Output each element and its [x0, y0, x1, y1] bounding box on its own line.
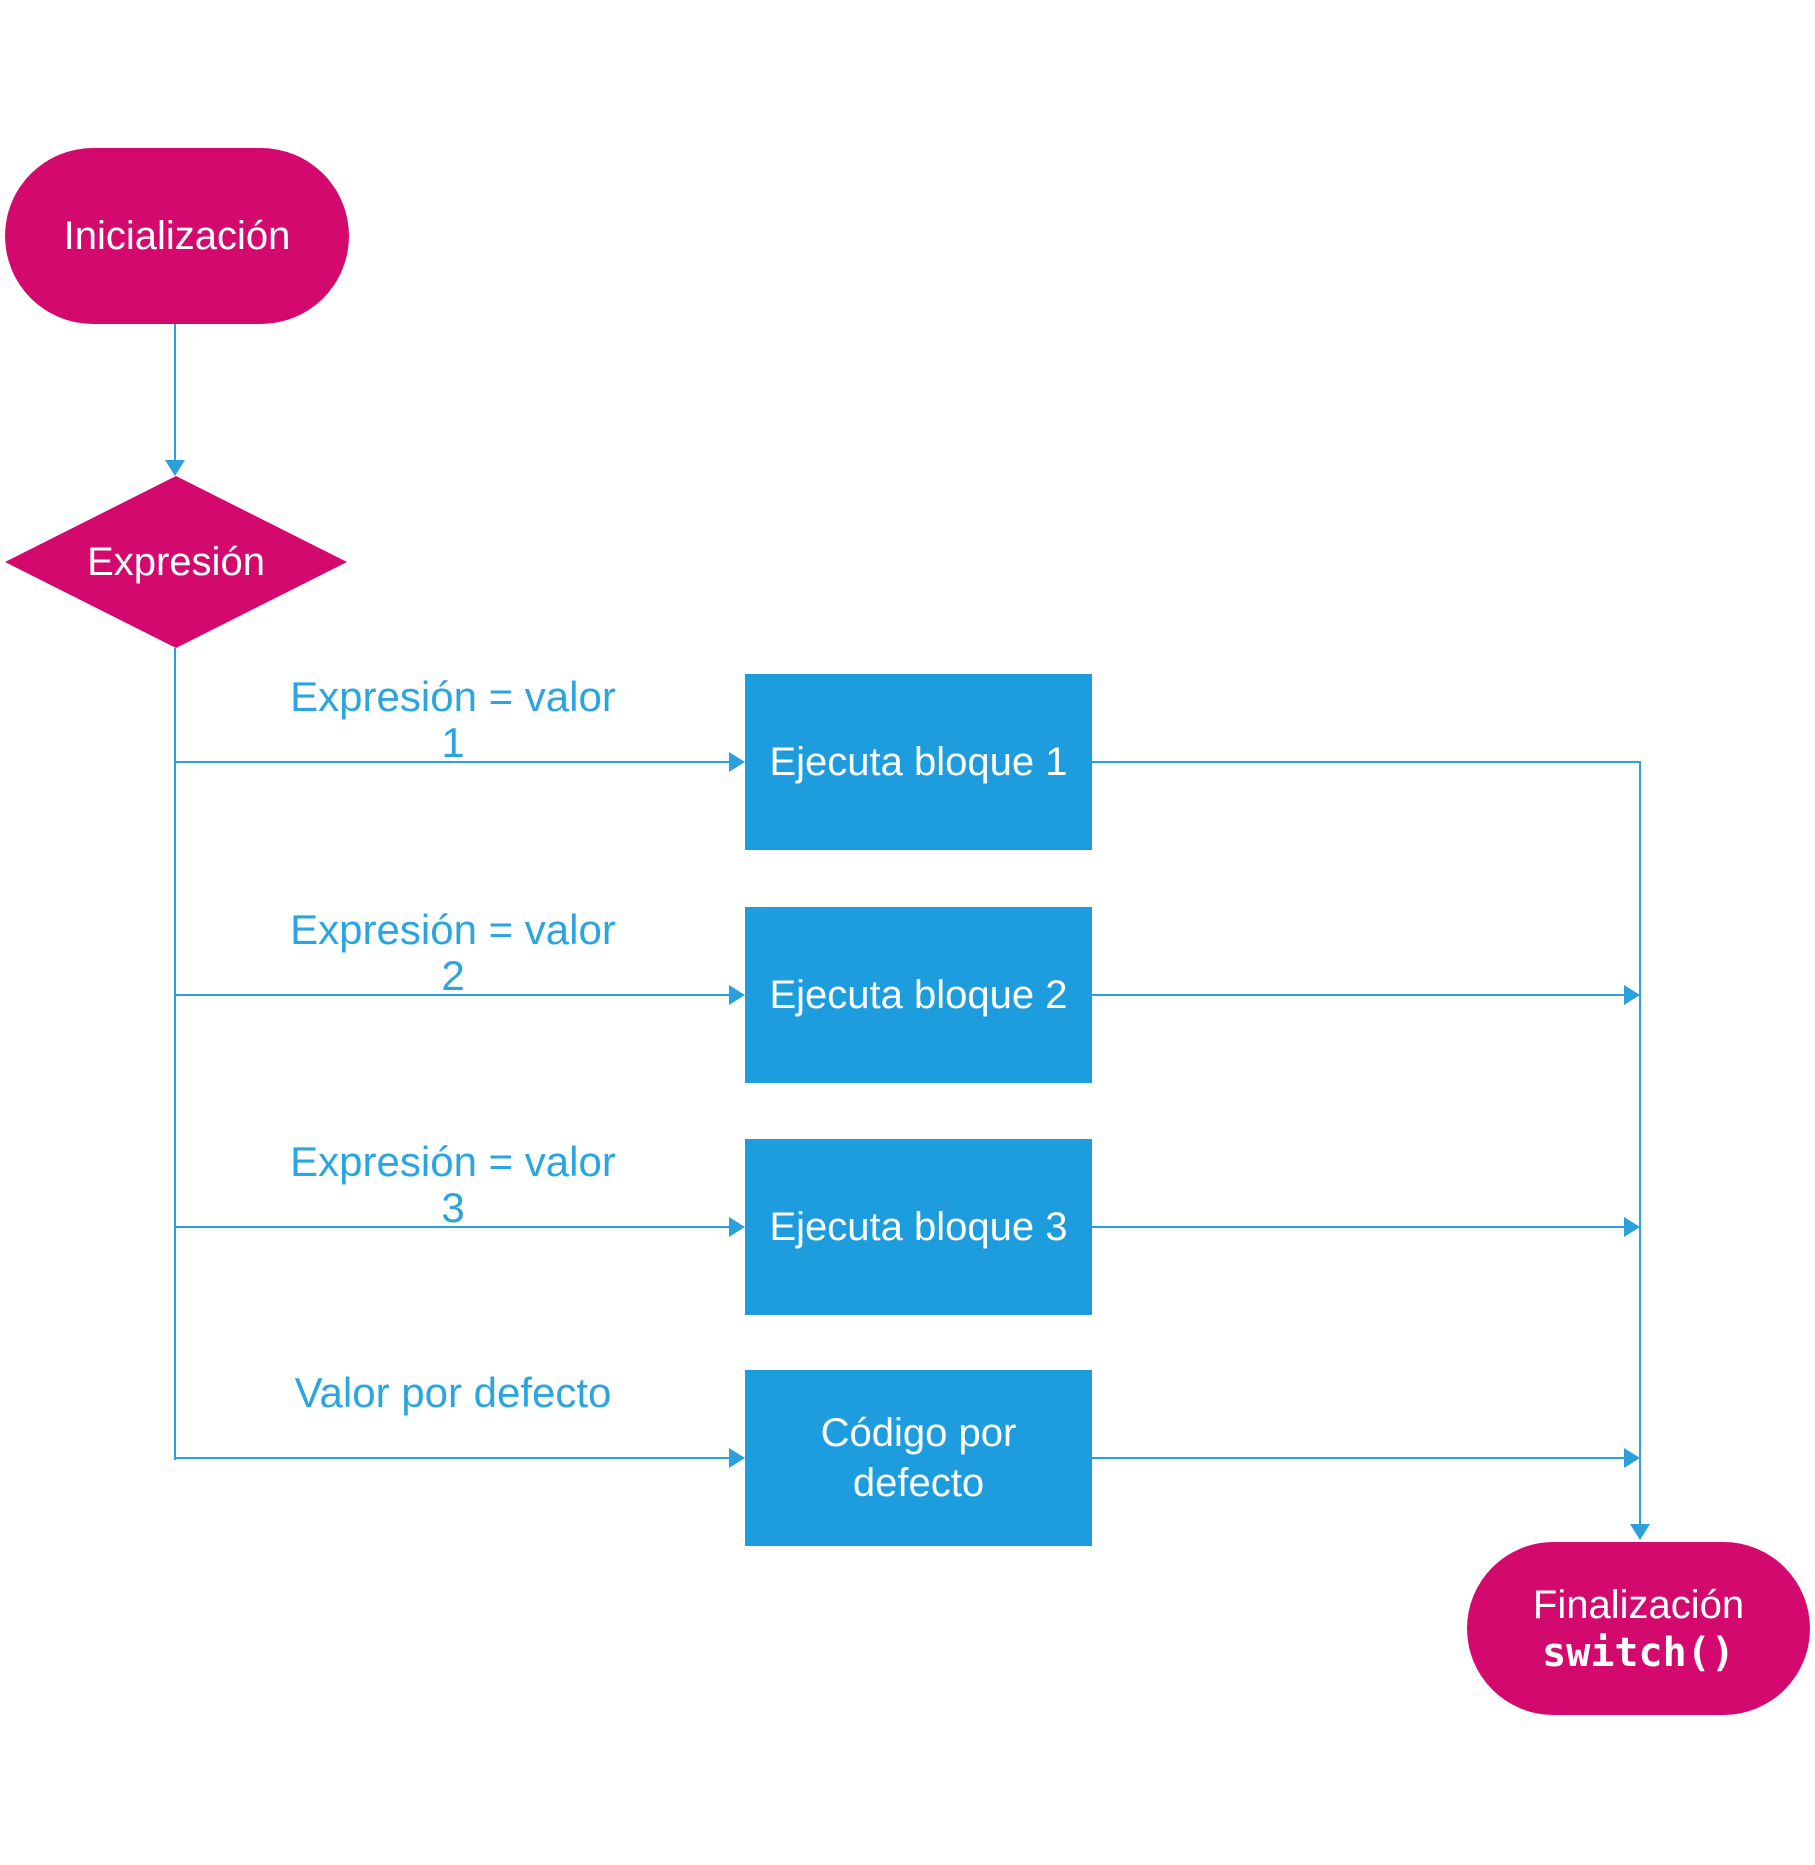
arrowhead-right-icon — [729, 1448, 745, 1468]
arrowhead-right-icon — [1624, 1448, 1640, 1468]
arrowhead-down-icon — [1630, 1524, 1650, 1540]
action-label: Ejecuta bloque 1 — [769, 740, 1068, 784]
condition-label: Expresión = valor 3 — [290, 1138, 616, 1232]
end-node-code-label: switch() — [1542, 1629, 1735, 1676]
arrowhead-right-icon — [1624, 1217, 1640, 1237]
decision-label: Expresión — [87, 539, 265, 584]
start-node: Inicialización — [5, 148, 349, 324]
branch-line — [176, 1457, 729, 1459]
branch-line — [176, 994, 729, 996]
start-to-decision-line — [174, 324, 176, 460]
arrowhead-right-icon — [729, 1217, 745, 1237]
condition-label: Valor por defecto — [294, 1369, 612, 1416]
end-node-label: Finalización — [1532, 1582, 1745, 1627]
action-box: Ejecuta bloque 3 — [745, 1139, 1092, 1315]
box-output-line — [1092, 994, 1624, 996]
action-box: Ejecuta bloque 2 — [745, 907, 1092, 1083]
start-node-label: Inicialización — [63, 214, 291, 258]
end-node: Finalización switch() — [1467, 1542, 1810, 1715]
action-label: Ejecuta bloque 3 — [769, 1205, 1068, 1249]
branch-line — [176, 1226, 729, 1228]
box-output-line — [1092, 1457, 1624, 1459]
decision-diamond: Expresión — [5, 476, 347, 648]
arrowhead-right-icon — [1624, 985, 1640, 1005]
action-box: Código por defecto — [745, 1370, 1092, 1546]
action-box: Ejecuta bloque 1 — [745, 674, 1092, 850]
condition-label: Expresión = valor 2 — [290, 906, 616, 1000]
arrowhead-right-icon — [729, 985, 745, 1005]
condition-label: Expresión = valor 1 — [290, 673, 616, 767]
decision-spine-line — [174, 648, 176, 1460]
box-output-line — [1092, 761, 1641, 763]
branch-line — [176, 761, 729, 763]
action-label: Código por defecto — [820, 1411, 1017, 1505]
arrowhead-down-icon — [165, 460, 185, 476]
box-output-line — [1092, 1226, 1624, 1228]
collector-line — [1639, 761, 1641, 1524]
action-label: Ejecuta bloque 2 — [769, 973, 1068, 1017]
arrowhead-right-icon — [729, 752, 745, 772]
